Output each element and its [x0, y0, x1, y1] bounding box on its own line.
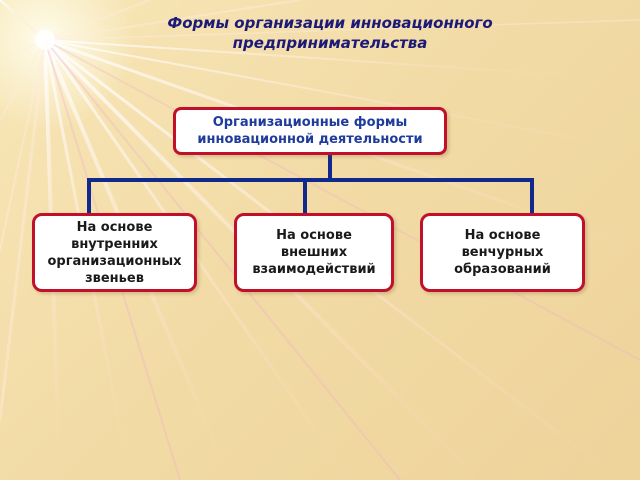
root-node-label: Организационные формы инновационной деят… — [197, 115, 423, 147]
child-node-label: На основе внешних взаимодействий — [252, 228, 376, 277]
diagram-title: Формы организации инновационного предпри… — [167, 14, 493, 52]
child-node-internal-units: На основе внутренних организационных зве… — [32, 213, 197, 292]
root-node-box: Организационные формы инновационной деят… — [173, 107, 447, 155]
child-node-label: На основе венчурных образований — [454, 228, 551, 277]
child-node-venture-formations: На основе венчурных образований — [420, 213, 585, 292]
child-node-label: На основе внутренних организационных зве… — [47, 219, 182, 286]
child-node-external-interactions: На основе внешних взаимодействий — [234, 213, 394, 292]
